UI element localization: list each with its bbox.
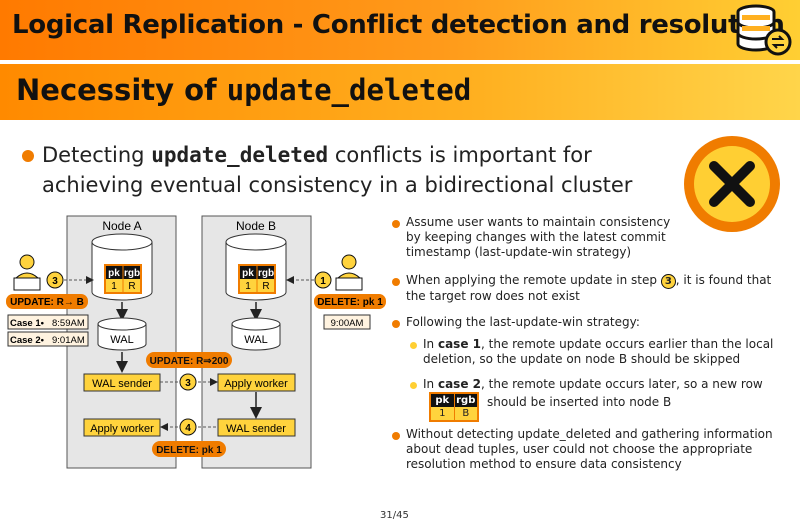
new-row-cell-rgb: B bbox=[453, 407, 478, 420]
section-title-code: update_deleted bbox=[226, 73, 472, 107]
new-row-cell-pk: 1 bbox=[439, 408, 446, 419]
user-right-action: DELETE: pk 1 bbox=[317, 297, 383, 308]
new-row-col-rgb: rgb bbox=[453, 394, 478, 407]
node-b-cell-rgb: R bbox=[262, 281, 269, 292]
user-left-step-badge bbox=[46, 271, 64, 289]
node-a-wal-icon: WAL bbox=[97, 317, 147, 351]
case2-label: Case 2• bbox=[10, 335, 45, 346]
node-b-wal-sender bbox=[217, 418, 296, 437]
bullet-dot bbox=[392, 278, 400, 286]
node-b-label: Node B bbox=[236, 219, 276, 233]
update-badge bbox=[146, 352, 232, 368]
x-circle-icon bbox=[684, 136, 780, 232]
case1-box bbox=[7, 314, 89, 330]
user-right-step: 1 bbox=[320, 276, 326, 287]
case1-time: 8:59AM bbox=[52, 318, 85, 329]
node-a-apply-worker-label: Apply worker bbox=[90, 423, 154, 435]
node-a-label: Node A bbox=[102, 219, 141, 233]
case2-time: 9:01AM bbox=[52, 335, 85, 346]
step-3-label: 3 bbox=[185, 378, 191, 389]
sub-bullet-dot bbox=[410, 382, 417, 389]
bullet-dot bbox=[392, 320, 400, 328]
node-b-col-rgb: rgb bbox=[258, 268, 274, 279]
delete-badge bbox=[152, 441, 226, 457]
node-a-wal-label: WAL bbox=[110, 334, 133, 346]
node-b-wal-label: WAL bbox=[244, 334, 267, 346]
sub-bullet-dot bbox=[410, 342, 417, 349]
bullet-dot bbox=[392, 220, 400, 228]
node-b-wal-sender-label: WAL sender bbox=[226, 423, 286, 435]
user-left-icon bbox=[13, 254, 41, 291]
node-a-table: pk rgb 1 R bbox=[104, 264, 142, 294]
user-right-action-badge bbox=[314, 294, 386, 309]
node-a-wal-sender-label: WAL sender bbox=[92, 378, 152, 390]
bullet-strategy: Following the last-update-win strategy: bbox=[406, 315, 640, 329]
user-right-time: 9:00AM bbox=[331, 318, 364, 329]
subtitle-bar bbox=[0, 64, 800, 120]
node-a-col-pk: pk bbox=[108, 268, 120, 279]
bullet-assume: Assume user wants to maintain consistenc… bbox=[406, 215, 671, 259]
new-row-table: pk rgb 1 B bbox=[429, 392, 479, 422]
node-a-col-rgb: rgb bbox=[124, 268, 140, 279]
new-row-col-pk: pk bbox=[435, 395, 450, 406]
step-4-badge bbox=[179, 418, 197, 436]
node-b-cell-pk: 1 bbox=[245, 281, 251, 292]
case1-bold: case 1 bbox=[437, 337, 481, 351]
case1-text: In case 1, the remote update occurs earl… bbox=[423, 337, 785, 367]
user-left-action: UPDATE: R→ B bbox=[10, 297, 84, 308]
node-a-cell-pk: 1 bbox=[111, 281, 117, 292]
case1-pre: In bbox=[423, 337, 438, 351]
user-left-step: 3 bbox=[52, 276, 58, 287]
bullet-step3-pre: When applying the remote update in step bbox=[406, 273, 661, 287]
step-4-label: 4 bbox=[185, 423, 191, 434]
user-right-step-badge bbox=[314, 271, 332, 289]
case1-post: , the remote update occurs earlier than … bbox=[423, 337, 774, 366]
user-left-action-badge bbox=[6, 294, 88, 309]
node-b-table: pk rgb 1 R bbox=[238, 264, 276, 294]
node-a-cell-rgb: R bbox=[128, 281, 135, 292]
node-b-apply-worker bbox=[217, 373, 296, 392]
database-logo-icon bbox=[736, 4, 792, 56]
user-right-icon bbox=[335, 254, 363, 291]
main-bullet-text: Detecting update_deleted conflicts is im… bbox=[42, 140, 662, 200]
case2-pre: In bbox=[423, 377, 438, 391]
node-b-apply-worker-label: Apply worker bbox=[224, 378, 288, 390]
bullet-dot bbox=[22, 150, 34, 162]
bullet-dot bbox=[392, 432, 400, 440]
header-bar bbox=[0, 0, 800, 60]
bullet-step3-post: , it is found that the target row does n… bbox=[406, 273, 772, 303]
user-right-time-box bbox=[323, 314, 371, 330]
section-title-prefix: Necessity of bbox=[16, 73, 227, 107]
main-bullet-pre: Detecting bbox=[42, 143, 152, 167]
bullet-without: Without detecting update_deleted and gat… bbox=[406, 427, 773, 471]
node-b-wal-icon: WAL bbox=[231, 317, 281, 351]
case2-text: In case 2, the remote update occurs late… bbox=[423, 377, 785, 392]
step-3-badge bbox=[179, 373, 197, 391]
main-bullet-post: conflicts is important for achieving eve… bbox=[42, 143, 633, 197]
case2-tail: should be inserted into node B bbox=[487, 395, 672, 409]
page-title: Logical Replication - Conflict detection… bbox=[12, 10, 785, 40]
update-badge-label: UPDATE: R⇒200 bbox=[150, 356, 229, 367]
main-bullet-code: update_deleted bbox=[151, 143, 329, 167]
case2-post: , the remote update occurs later, so a n… bbox=[481, 377, 763, 391]
bullet-step3: When applying the remote update in step … bbox=[406, 273, 776, 304]
inline-step-badge: 3 bbox=[660, 274, 676, 289]
case2-box bbox=[7, 331, 89, 347]
section-title: Necessity of update_deleted bbox=[16, 73, 471, 107]
replication-diagram: Node A Node B pk rgb 1 R pk rgb 1 R WAL bbox=[6, 215, 386, 469]
delete-badge-label: DELETE: pk 1 bbox=[156, 445, 222, 456]
page-number: 31/45 bbox=[380, 510, 409, 521]
case2-bold: case 2 bbox=[437, 377, 481, 391]
node-b-col-pk: pk bbox=[242, 268, 254, 279]
case1-label: Case 1• bbox=[10, 318, 45, 329]
